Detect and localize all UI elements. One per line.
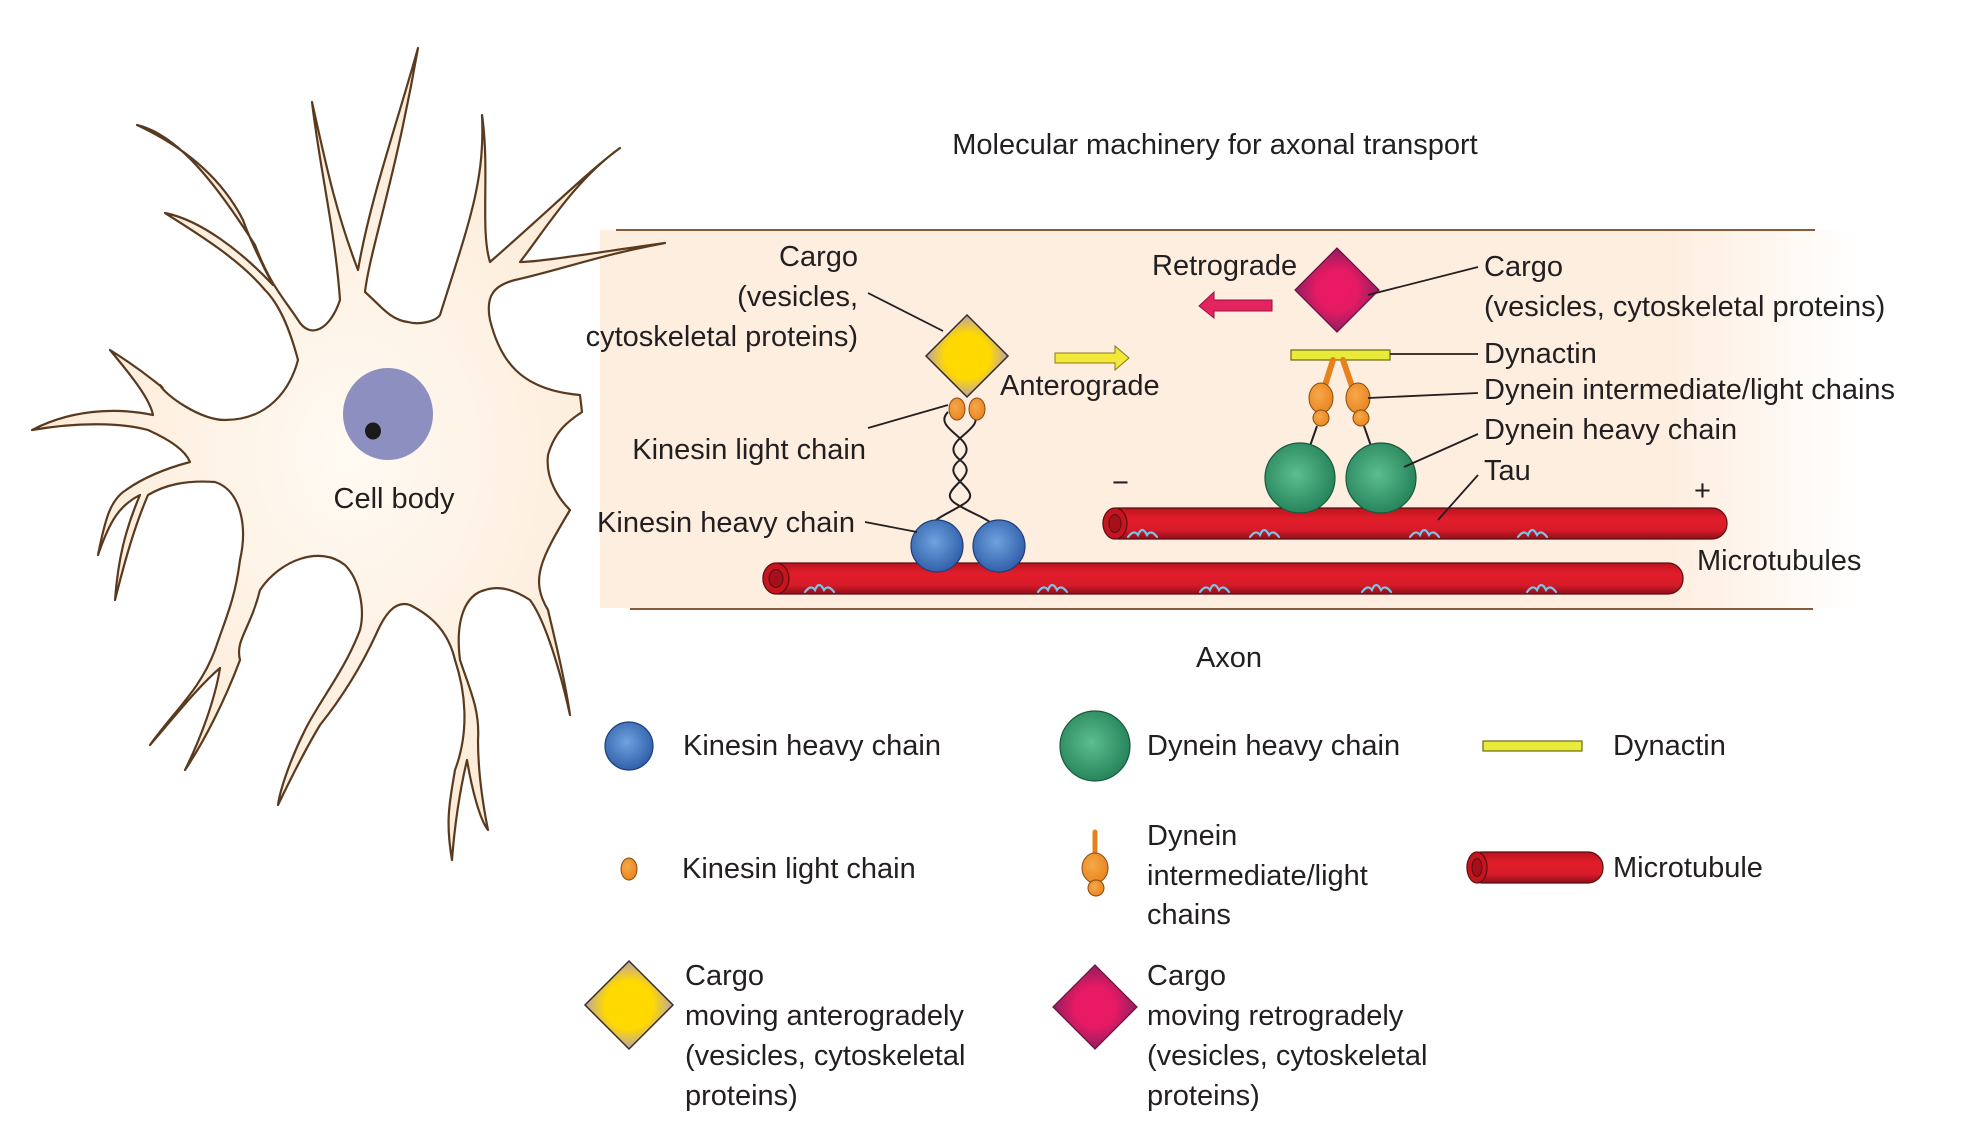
kinesin-light-chain-label: Kinesin light chain xyxy=(632,434,866,466)
legend-cargo-retro-line2: moving retrogradely xyxy=(1147,1000,1404,1032)
dynein-heavy-chain-left xyxy=(1264,442,1336,514)
dynein-lc-right xyxy=(1352,409,1370,427)
minus-end-label: − xyxy=(1112,467,1129,499)
legend-dynein-ic-lc-line3: chains xyxy=(1147,899,1231,931)
neuron-cell xyxy=(30,46,667,862)
retrograde-arrow xyxy=(1198,290,1273,320)
dynein-heavy-chain-right xyxy=(1345,442,1417,514)
legend-dynactin: Dynactin xyxy=(1613,730,1726,762)
tau-mark xyxy=(1408,528,1441,539)
kinesin-light-chain-left xyxy=(948,397,966,421)
legend-dynein-heavy-chain: Dynein heavy chain xyxy=(1147,730,1401,762)
tau-mark xyxy=(1036,583,1069,594)
kinesin-heavy-chain-right xyxy=(972,519,1026,573)
tau-mark xyxy=(1525,583,1558,594)
dynactin-label: Dynactin xyxy=(1484,338,1597,370)
legend-cargo-retro-line3: (vesicles, cytoskeletal xyxy=(1147,1040,1428,1072)
tau-marks xyxy=(803,528,1558,594)
nucleus xyxy=(343,368,433,460)
kinesin-heavy-chain-left xyxy=(910,519,964,573)
diagram-title: Molecular machinery for axonal transport xyxy=(952,129,1478,161)
cargo-retro-label-line2: (vesicles, cytoskeletal proteins) xyxy=(1484,291,1886,323)
axon-label: Axon xyxy=(1195,642,1263,674)
legend-cargo-retro-line4: proteins) xyxy=(1147,1080,1260,1112)
dynein-ic-lc-label: Dynein intermediate/light chains xyxy=(1484,374,1896,406)
neuron-outline xyxy=(30,46,667,862)
retrograde-label: Retrograde xyxy=(1152,250,1298,282)
axon-background xyxy=(600,230,1860,608)
kinesin-light-chain-right xyxy=(968,397,986,421)
tau-label: Tau xyxy=(1484,455,1531,487)
legend-microtubule: Microtubule xyxy=(1613,852,1763,884)
legend-cargo-antero-line1: Cargo xyxy=(685,960,764,992)
legend-kinesin-heavy-chain: Kinesin heavy chain xyxy=(683,730,941,762)
dynein-ic-right xyxy=(1345,382,1371,414)
legend-cargo-antero-line3: (vesicles, cytoskeletal xyxy=(685,1040,966,1072)
dynein-ic-lc-icon xyxy=(1081,829,1109,897)
legend-dynein-ic-lc-line1: Dynein xyxy=(1147,820,1238,852)
tau-mark xyxy=(1198,583,1231,594)
tau-mark xyxy=(1516,528,1549,539)
tau-mark xyxy=(1126,528,1159,539)
anterograde-arrow xyxy=(1054,344,1130,372)
dynein-lc-left xyxy=(1312,409,1330,427)
microtubule-top xyxy=(1102,507,1728,540)
legend-icons xyxy=(583,710,1604,1051)
dynactin-icon xyxy=(1482,740,1583,752)
cargo-antero-label-line2: (vesicles, xyxy=(737,281,858,313)
kinesin-light-chain-icon xyxy=(620,857,638,881)
cargo-anterograde xyxy=(924,313,1010,399)
dynein-heavy-chain-label: Dynein heavy chain xyxy=(1484,414,1738,446)
cargo-retrograde-icon xyxy=(1052,964,1138,1050)
kinesin-heavy-chain-label: Kinesin heavy chain xyxy=(597,507,855,539)
cargo-anterograde-icon xyxy=(583,959,675,1051)
dynein-ic-left xyxy=(1308,382,1334,414)
plus-end-label: + xyxy=(1694,475,1711,507)
tau-mark xyxy=(1248,528,1281,539)
microtubules-label: Microtubules xyxy=(1697,545,1862,577)
dynein-motor xyxy=(1264,247,1417,514)
legend-cargo-retro-line1: Cargo xyxy=(1147,960,1226,992)
cargo-antero-label-line3: cytoskeletal proteins) xyxy=(585,321,858,353)
nucleolus xyxy=(365,422,381,440)
tau-mark xyxy=(803,583,836,594)
leader-lines xyxy=(864,266,1479,533)
cargo-antero-label-line1: Cargo xyxy=(779,241,858,273)
legend-cargo-antero-line4: proteins) xyxy=(685,1080,798,1112)
cargo-retro-label-line1: Cargo xyxy=(1484,251,1563,283)
dynein-heavy-chain-icon xyxy=(1059,710,1131,782)
legend-dynein-ic-lc-line2: intermediate/light xyxy=(1147,860,1368,892)
kinesin-heavy-chain-icon xyxy=(604,721,654,771)
tau-mark xyxy=(1360,583,1393,594)
cell-body-label: Cell body xyxy=(333,483,455,515)
legend-kinesin-light-chain: Kinesin light chain xyxy=(682,853,916,885)
microtubule-icon xyxy=(1466,851,1604,884)
cargo-retrograde xyxy=(1294,247,1380,333)
legend-cargo-antero-line2: moving anterogradely xyxy=(685,1000,964,1032)
kinesin-coiled-coil xyxy=(930,411,995,531)
anterograde-label: Anterograde xyxy=(1000,370,1160,402)
kinesin-motor xyxy=(910,313,1026,573)
